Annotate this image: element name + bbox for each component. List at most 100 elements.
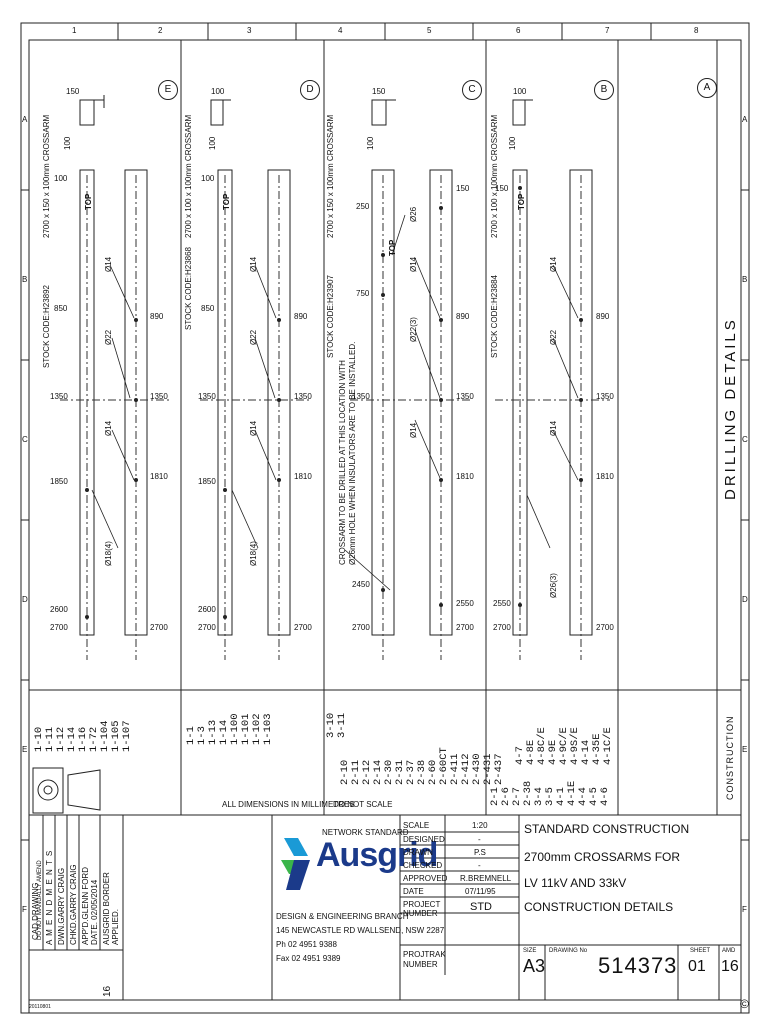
do-not-amend-note: DO NOT MANUALLY AMEND [37,860,43,940]
panel-e-id: E [158,80,178,100]
dim-e-r0: 890 [150,312,164,321]
dim-d-l5: 2700 [198,623,216,632]
tb-title-line-4: CONSTRUCTION DETAILS [524,900,674,914]
hole-c-2: Ø22(3) [409,317,418,342]
codes-b2: 4-7 4-8E 4-8C/E 4-9E 4-9C/E 4-9S/E 4-14 … [514,727,614,765]
section-w-d: 100 [211,87,225,96]
dim-c-l0: 250 [356,202,370,211]
hole-e-3: Ø18(4) [104,541,113,566]
tb-project-value: STD [470,901,492,913]
dim-b-l2: 2700 [493,623,511,632]
grid-row-a: A [22,115,28,124]
dim-c-l2: 1350 [352,392,370,401]
tb-scale-value: 1:20 [472,821,488,830]
dim-d-r1: 1350 [294,392,312,401]
section-w-b: 100 [513,87,527,96]
codes-c1: 3-10 3-11 [325,712,348,738]
grid-row-c-right: C [742,435,748,444]
dim-b-r0: 890 [596,312,610,321]
grid-col-5: 5 [427,26,432,35]
hole-c-0: Ø26 [409,206,418,222]
dim-d-l2: 1350 [198,392,216,401]
tb-approved-label: APPROVED [403,874,448,883]
tb-title-line-2: 2700mm CROSSARMS FOR [524,850,681,864]
tb-project-label-1: PROJECT [403,900,441,909]
panel-c-id: C [462,80,482,100]
note-line2-c: Ø26mm HOLE WHEN INSULATORS ARE TO BE INS… [348,341,357,565]
note-line1-c: CROSSARM TO BE DRILLED AT THIS LOCATION … [338,360,347,565]
grid-col-4: 4 [338,26,343,35]
stock-code-e: STOCK CODE:H23892 [42,285,51,368]
dim-c-r5: 2700 [456,623,474,632]
dim-d-r2: 1810 [294,472,312,481]
tb-projtrak-label-2: NUMBER [403,960,438,969]
section-h-d: 100 [208,136,217,150]
top-label-d: TOP [222,193,231,210]
tb-size-value: A3 [523,956,546,976]
tb-drawing-no-label: DRAWING No [549,948,588,954]
stock-code-b: STOCK CODE:H23884 [490,275,499,358]
grid-row-c: C [22,435,28,444]
tb-size-label: SIZE [523,948,537,954]
branch-phone: Ph 02 4951 9388 [276,940,337,949]
stock-code-d: STOCK CODE:H23868 [184,247,193,330]
tb-projtrak-label-1: PROJTRAK [403,950,446,959]
dim-e-l0: 100 [54,174,68,183]
dim-e-r1: 1350 [150,392,168,401]
hole-d-2: Ø14 [249,420,258,436]
dim-c-l4: 2700 [352,623,370,632]
codes-c2: 2-10 2-11 2-12 2-14 2-30 2-31 2-37 2-38 … [339,747,505,785]
dim-b-r1: 1350 [596,392,614,401]
dim-c-l1: 750 [356,289,370,298]
grid-row-b: B [22,275,28,284]
grid-col-6: 6 [516,26,521,35]
hole-e-2: Ø14 [104,420,113,436]
dim-c-r1: 890 [456,312,470,321]
amend-rev-desc-2: APPLIED. [111,908,120,945]
amend-approved: APP'D.GLENN FORD [81,867,90,945]
branch-name: DESIGN & ENGINEERING BRANCH [276,912,409,921]
hole-d-1: Ø22 [249,329,258,345]
section-h-b: 100 [508,136,517,150]
copyright-symbol: © [740,997,749,1011]
section-w-e: 150 [66,87,80,96]
grid-col-2: 2 [158,26,163,35]
dim-e-l2: 1350 [50,392,68,401]
ausgrid-logo-text: Ausgrid [316,836,438,874]
grid-row-e: E [22,745,28,754]
hole-d-0: Ø14 [249,256,258,272]
tb-title-line-1: STANDARD CONSTRUCTION [524,822,690,836]
tb-scale-label: SCALE [403,821,430,830]
codes-d: 1-1 1-3 1-13 1-14 1-100 1-101 1-102 1-10… [185,713,274,745]
tb-title-line-3: LV 11kV AND 33kV [524,876,627,890]
dim-d-l1: 850 [201,304,215,313]
grid-col-3: 3 [247,26,252,35]
tb-amd-label: AMD [722,948,736,954]
dim-e-l5: 2700 [50,623,68,632]
dim-c-r4: 2550 [456,599,474,608]
tb-drawn-label: DRAWN [403,848,433,857]
grid-row-e-right: E [742,745,748,754]
section-label-d: 2700 x 100 x 100mm CROSSARM [184,114,193,238]
hole-b-3: Ø26(3) [549,573,558,598]
top-label-c: TOP [388,239,397,256]
tb-designed-value: - [478,835,481,844]
dim-c-l3: 2450 [352,580,370,589]
panel-d-id: D [300,80,320,100]
hole-e-1: Ø22 [104,329,113,345]
dim-c-r3: 1810 [456,472,474,481]
dim-e-l1: 850 [54,304,68,313]
section-h-e: 100 [63,136,72,150]
panel-a-id: A [697,78,717,98]
dim-d-l3: 1850 [198,477,216,486]
panel-b-id: B [594,80,614,100]
tb-approved-value: R.BREMNELL [460,874,512,883]
dim-e-r2: 1810 [150,472,168,481]
amendments-heading: A M E N D M E N T S [45,849,54,945]
dim-b-l0: 150 [495,184,509,193]
tb-designed-label: DESIGNED [403,835,445,844]
hole-b-1: Ø22 [549,329,558,345]
dim-d-l0: 100 [201,174,215,183]
dim-d-l4: 2600 [198,605,216,614]
